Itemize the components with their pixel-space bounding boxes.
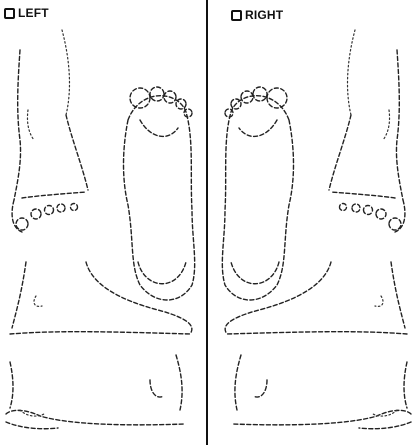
right-foot-sole-view: [222, 87, 293, 300]
right-foot-side-view-upper: [225, 262, 407, 334]
left-foot-sole-view: [124, 87, 195, 300]
right-foot-side-view-lower: [233, 355, 411, 429]
left-foot-side-view-upper: [10, 262, 192, 334]
left-foot-top-view: [12, 30, 88, 232]
right-foot-top-view: [329, 30, 405, 232]
left-foot-side-view-lower: [6, 355, 184, 429]
